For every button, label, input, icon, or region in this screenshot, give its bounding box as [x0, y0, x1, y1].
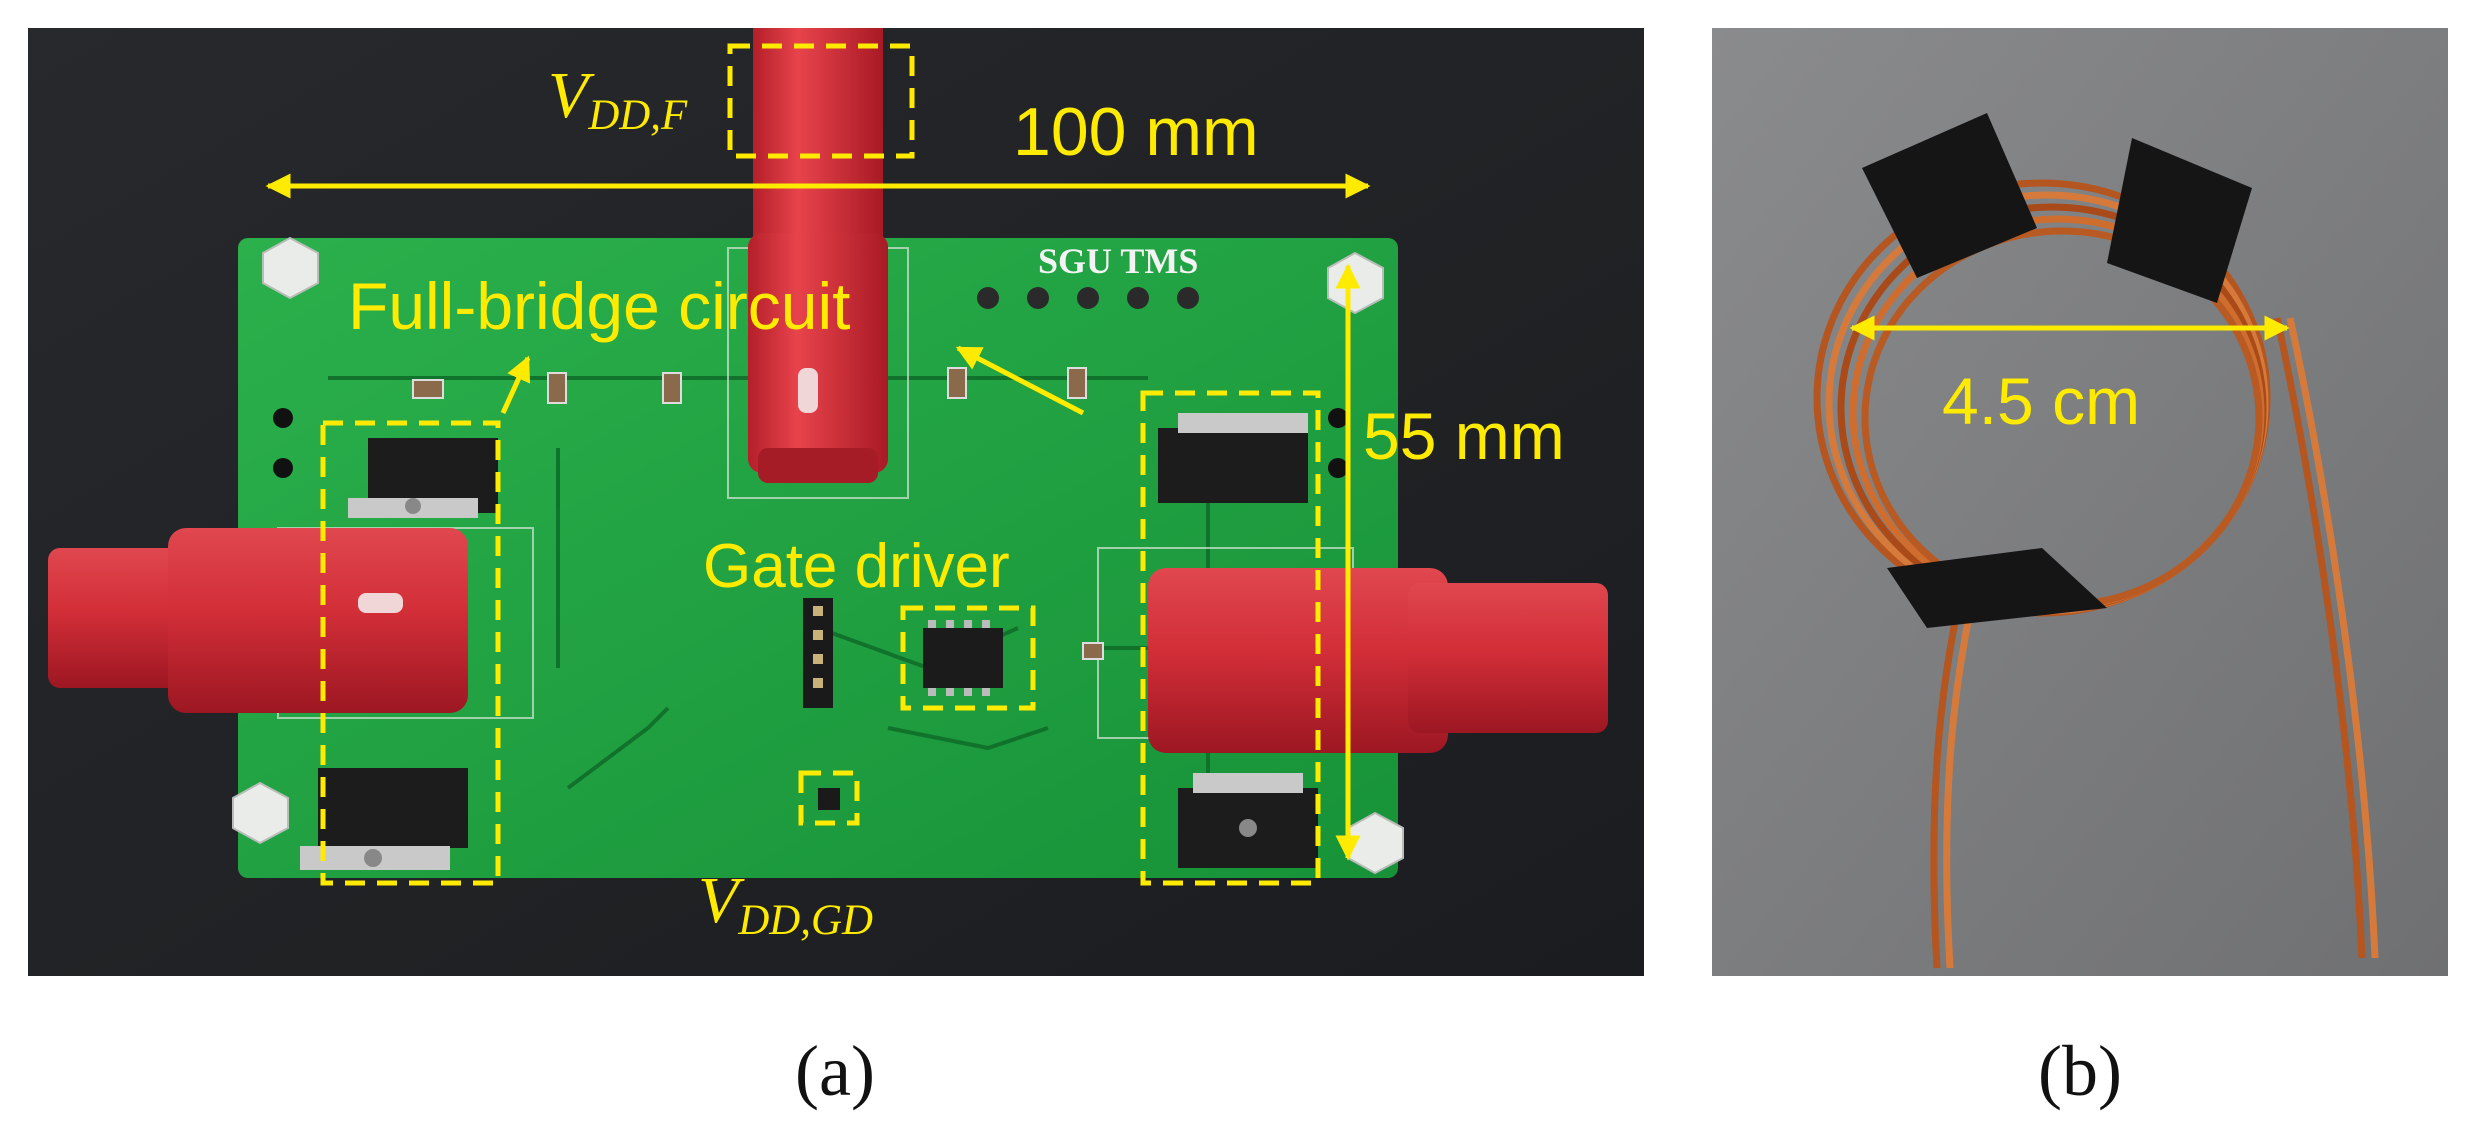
- full-bridge-right-box: [1140, 390, 1321, 886]
- connector-left: [48, 528, 468, 713]
- connector-right: [1148, 568, 1608, 753]
- full-bridge-left-box: [320, 420, 501, 886]
- width-dimension-label: 100 mm: [1013, 94, 1259, 170]
- coil-photo: [1712, 28, 2448, 976]
- gate-driver-box: [900, 605, 1036, 711]
- mosfet-q2: [1158, 413, 1308, 503]
- mosfet-q4: [1178, 773, 1318, 868]
- full-bridge-pointer-left: [500, 355, 531, 415]
- caption-b: (b): [2038, 1031, 2122, 1111]
- height-dimension-label: 55 mm: [1363, 399, 1565, 473]
- pcb-photo-panel: SGU TMS VDD,F 100 mm 55 mm Full-bridge c…: [28, 28, 1644, 976]
- mosfet-q3: [300, 768, 468, 870]
- pcb-photo: [28, 28, 1644, 976]
- caption-a: (a): [795, 1031, 875, 1111]
- electrical-tape: [1862, 113, 2252, 628]
- coil-photo-panel: 4.5 cm: [1712, 28, 2448, 976]
- vdd-f-box: [727, 43, 915, 159]
- vdd-f-label: VDD,F: [548, 59, 688, 139]
- full-bridge-pointer-right: [955, 345, 1085, 416]
- dimension-arrows: [265, 173, 1371, 861]
- silkscreen-logo: SGU TMS: [1038, 241, 1199, 281]
- vdd-gd-label: VDD,GD: [698, 864, 873, 944]
- full-bridge-label: Full-bridge circuit: [348, 269, 851, 343]
- connector-top: [748, 28, 888, 483]
- diameter-dimension-label: 4.5 cm: [1942, 364, 2141, 438]
- mosfet-q1: [348, 438, 498, 518]
- annotation-boxes: [320, 43, 1321, 886]
- vdd-gd-box: [798, 770, 860, 826]
- gate-driver-label: Gate driver: [703, 532, 1010, 601]
- coil-leads: [1930, 317, 2379, 969]
